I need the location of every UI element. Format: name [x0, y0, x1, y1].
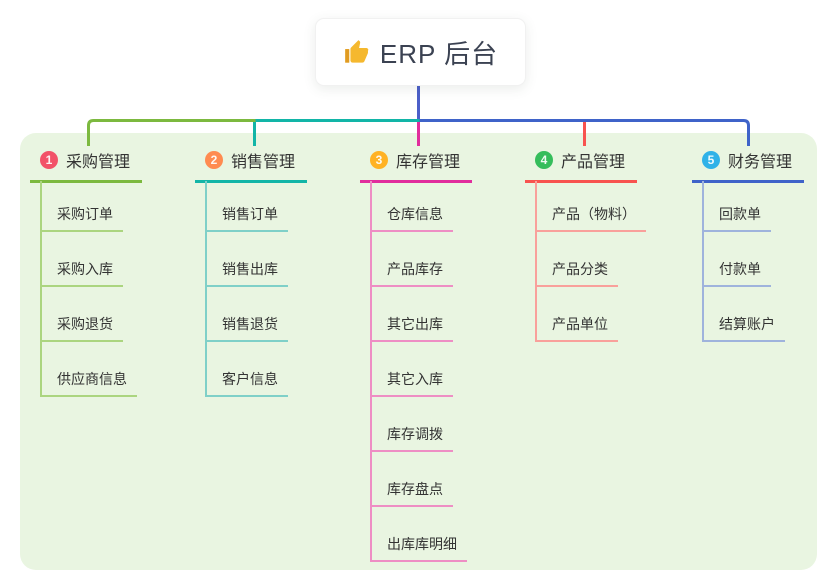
child-node: 产品分类	[535, 232, 646, 287]
child-label[interactable]: 采购退货	[40, 314, 123, 342]
connector-vline-5	[702, 181, 704, 342]
child-node: 仓库信息	[370, 177, 467, 232]
child-label[interactable]: 结算账户	[702, 314, 785, 342]
connector-vline-2	[205, 181, 207, 397]
child-label[interactable]: 回款单	[702, 204, 771, 232]
branch-title-4: 产品管理	[561, 154, 626, 171]
connector-vline-4	[535, 181, 537, 342]
branch-node-2[interactable]: 2 销售管理	[195, 145, 308, 183]
child-label[interactable]: 其它入库	[370, 369, 453, 397]
branch-column-1: 1 采购管理 采购订单 采购入库 采购退货 供应商信息	[30, 145, 143, 397]
child-label[interactable]: 产品（物料）	[535, 204, 646, 232]
root-node[interactable]: ERP 后台	[315, 18, 526, 86]
child-node: 采购退货	[40, 287, 137, 342]
child-label[interactable]: 产品库存	[370, 259, 453, 287]
child-node: 库存盘点	[370, 452, 467, 507]
child-node: 结算账户	[702, 287, 785, 342]
branches-panel	[20, 133, 817, 570]
branch-number-badge-1: 1	[40, 151, 58, 169]
child-label[interactable]: 采购入库	[40, 259, 123, 287]
child-label[interactable]: 销售订单	[205, 204, 288, 232]
child-node: 产品（物料）	[535, 177, 646, 232]
child-label[interactable]: 产品单位	[535, 314, 618, 342]
branch-children-4: 产品（物料） 产品分类 产品单位	[535, 177, 646, 342]
branch-number-badge-2: 2	[205, 151, 223, 169]
branch-node-5[interactable]: 5 财务管理	[692, 145, 805, 183]
branch-number-badge-5: 5	[702, 151, 720, 169]
child-node: 库存调拨	[370, 397, 467, 452]
child-node: 其它入库	[370, 342, 467, 397]
branch-children-1: 采购订单 采购入库 采购退货 供应商信息	[40, 177, 137, 397]
branch-node-1[interactable]: 1 采购管理	[30, 145, 143, 183]
thumbs-up-icon	[345, 39, 369, 63]
branch-column-3: 3 库存管理 仓库信息 产品库存 其它出库 其它入库 库存调拨 库存盘点 出库库…	[360, 145, 473, 562]
child-node: 产品单位	[535, 287, 646, 342]
child-node: 其它出库	[370, 287, 467, 342]
root-title: ERP 后台	[379, 38, 499, 69]
child-label[interactable]: 客户信息	[205, 369, 288, 397]
child-label[interactable]: 销售出库	[205, 259, 288, 287]
child-label[interactable]: 其它出库	[370, 314, 453, 342]
child-node: 回款单	[702, 177, 785, 232]
branch-children-3: 仓库信息 产品库存 其它出库 其它入库 库存调拨 库存盘点 出库库明细	[370, 177, 467, 562]
child-node: 产品库存	[370, 232, 467, 287]
child-label[interactable]: 库存盘点	[370, 479, 453, 507]
branch-column-4: 4 产品管理 产品（物料） 产品分类 产品单位	[525, 145, 646, 342]
child-label[interactable]: 仓库信息	[370, 204, 453, 232]
child-label[interactable]: 库存调拨	[370, 424, 453, 452]
child-label[interactable]: 销售退货	[205, 314, 288, 342]
child-node: 付款单	[702, 232, 785, 287]
branch-children-5: 回款单 付款单 结算账户	[702, 177, 785, 342]
child-node: 销售订单	[205, 177, 288, 232]
connector-vline-3	[370, 181, 372, 562]
child-label[interactable]: 采购订单	[40, 204, 123, 232]
child-label[interactable]: 出库库明细	[370, 534, 467, 562]
child-node: 供应商信息	[40, 342, 137, 397]
branch-node-4[interactable]: 4 产品管理	[525, 145, 638, 183]
branch-title-2: 销售管理	[231, 154, 296, 171]
child-node: 销售退货	[205, 287, 288, 342]
child-node: 客户信息	[205, 342, 288, 397]
branch-column-2: 2 销售管理 销售订单 销售出库 销售退货 客户信息	[195, 145, 308, 397]
branch-title-1: 采购管理	[66, 154, 131, 171]
branch-children-2: 销售订单 销售出库 销售退货 客户信息	[205, 177, 288, 397]
branch-node-3[interactable]: 3 库存管理	[360, 145, 473, 183]
child-node: 采购入库	[40, 232, 137, 287]
child-label[interactable]: 产品分类	[535, 259, 618, 287]
branch-title-3: 库存管理	[396, 154, 461, 171]
child-label[interactable]: 供应商信息	[40, 369, 137, 397]
connector-vline-1	[40, 181, 42, 397]
branch-number-badge-4: 4	[535, 151, 553, 169]
branch-column-5: 5 财务管理 回款单 付款单 结算账户	[692, 145, 805, 342]
branch-number-badge-3: 3	[370, 151, 388, 169]
child-node: 销售出库	[205, 232, 288, 287]
child-node: 出库库明细	[370, 507, 467, 562]
child-label[interactable]: 付款单	[702, 259, 771, 287]
branch-title-5: 财务管理	[728, 154, 793, 171]
child-node: 采购订单	[40, 177, 137, 232]
